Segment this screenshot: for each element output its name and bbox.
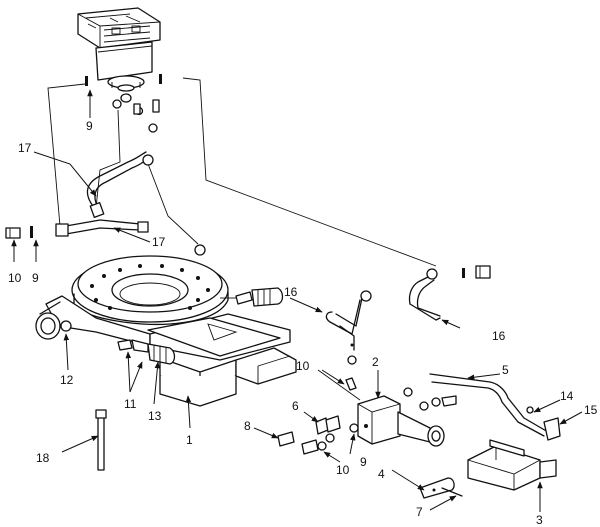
mounting-bracket	[467, 439, 557, 491]
callout-label: 17	[152, 235, 166, 249]
o-ring-mark	[85, 76, 88, 86]
callout-label: 11	[124, 397, 137, 411]
callout-label: 17	[18, 141, 32, 155]
hydraulic-hose	[86, 151, 154, 218]
callout-label: 10	[296, 359, 310, 373]
callout-label: 18	[36, 451, 50, 465]
control-rod	[429, 373, 561, 441]
callout-label: 14	[560, 389, 574, 403]
callout-label: 3	[536, 513, 543, 527]
callout-label: 8	[244, 419, 251, 433]
hydraulic-cylinder	[357, 395, 445, 447]
callout-label: 2	[372, 355, 379, 369]
callout-label: 4	[378, 467, 385, 481]
o-ring-mark	[159, 74, 162, 84]
callout-label: 9	[32, 271, 39, 285]
callout-label: 6	[292, 399, 299, 413]
turntable-frame	[35, 255, 297, 407]
hydraulic-hose	[55, 219, 149, 237]
callout-label: 1	[186, 433, 193, 447]
callout-label: 7	[416, 505, 423, 519]
callout-label: 9	[360, 455, 367, 469]
leader-lines	[11, 89, 583, 512]
callout-label: 13	[148, 409, 162, 423]
callout-label: 10	[336, 463, 350, 477]
callout-label: 5	[502, 363, 509, 377]
callout-label: 10	[8, 271, 22, 285]
callout-label: 16	[284, 285, 298, 299]
callout-labels: 9 17 17 10 9 12 11 13 1 18 16 16 10 2 5 …	[8, 119, 598, 527]
valve-motor-assembly	[77, 7, 161, 103]
hydraulic-hose	[408, 268, 441, 321]
callout-label: 12	[60, 373, 74, 387]
hydraulic-hose	[325, 290, 372, 391]
callout-label: 15	[584, 403, 598, 417]
callout-label: 16	[492, 329, 506, 343]
callout-label: 9	[86, 119, 93, 133]
